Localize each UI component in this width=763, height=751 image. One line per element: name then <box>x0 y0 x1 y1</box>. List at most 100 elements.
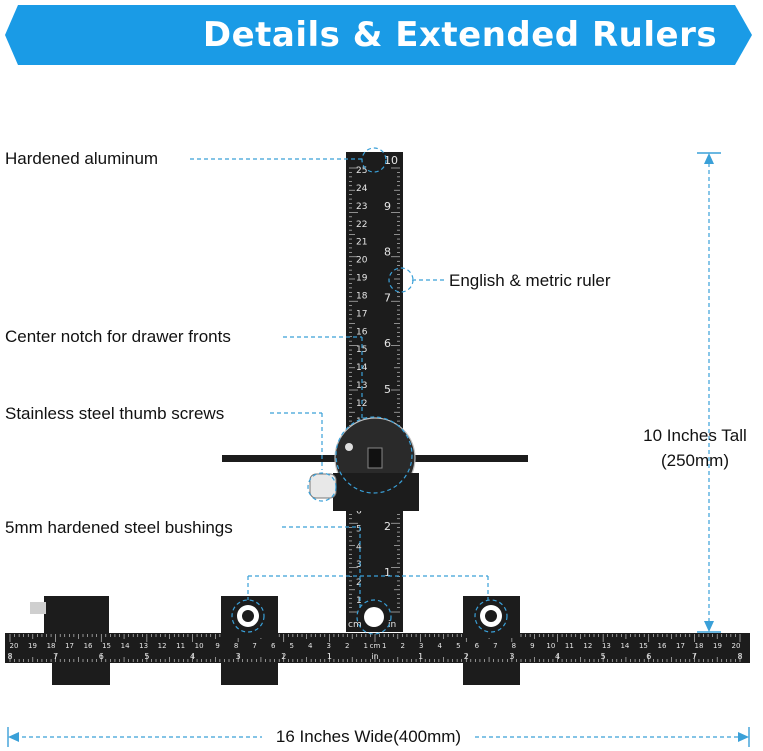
horizontal-cm-label: 19 <box>713 642 722 650</box>
vertical-cm-label: 22 <box>356 220 367 230</box>
horizontal-cm-label: 15 <box>639 642 648 650</box>
horizontal-in-label: 4 <box>555 652 560 661</box>
horizontal-cm-label: 19 <box>28 642 37 650</box>
horizontal-cm-label: 7 <box>493 642 497 650</box>
title-banner <box>5 5 752 65</box>
horizontal-cm-label: 5 <box>456 642 460 650</box>
horizontal-cm-label: 14 <box>121 642 130 650</box>
horizontal-cm-label: 16 <box>84 642 93 650</box>
horizontal-cm-label: 9 <box>215 642 219 650</box>
vertical-in-label: 2 <box>384 520 391 533</box>
horizontal-cm-label: 15 <box>102 642 111 650</box>
horizontal-cm-label: 4 <box>308 642 313 650</box>
horizontal-cm-label: 9 <box>530 642 534 650</box>
vertical-in-label: 1 <box>384 566 391 579</box>
banner-title: Details & Extended Rulers <box>202 15 718 55</box>
bushing-block-right <box>463 596 520 685</box>
horizontal-cm-label: 2 <box>401 642 405 650</box>
vertical-in-label: 7 <box>384 291 391 304</box>
vertical-cm-label: 21 <box>356 238 367 248</box>
horizontal-cm-label: 17 <box>676 642 685 650</box>
horizontal-cm-label: 4 <box>438 642 443 650</box>
callout-thumb-screws: Stainless steel thumb screws <box>5 404 225 423</box>
horizontal-in-label: 7 <box>692 652 697 661</box>
vertical-ruler-labels: 2524232221201918171615141312111098765432… <box>348 154 398 630</box>
horizontal-unit-cm: cm <box>370 642 381 650</box>
vertical-cm-label: 5 <box>356 524 362 534</box>
vertical-cm-label: 25 <box>356 166 367 176</box>
vertical-cm-label: 4 <box>356 542 362 552</box>
horizontal-in-label: 5 <box>144 652 149 661</box>
bushing-center <box>364 607 384 627</box>
callout-hardened-aluminum: Hardened aluminum <box>5 149 159 168</box>
vertical-in-label: 8 <box>384 246 391 259</box>
horizontal-cm-label: 17 <box>65 642 74 650</box>
vertical-in-label: 9 <box>384 200 391 213</box>
end-stop <box>44 596 109 634</box>
horizontal-cm-label: 1 <box>382 642 386 650</box>
center-notch <box>367 447 383 469</box>
disc-screw-top <box>345 443 353 451</box>
vertical-cm-label: 2 <box>356 578 362 588</box>
vertical-cm-label: 16 <box>356 327 368 337</box>
horizontal-cm-label: 11 <box>176 642 185 650</box>
vertical-cm-label: 23 <box>356 202 367 212</box>
horizontal-cm-label: 18 <box>695 642 704 650</box>
horizontal-unit-in: in <box>371 652 378 661</box>
vertical-cm-label: 15 <box>356 345 367 355</box>
vertical-cm-label: 18 <box>356 291 368 301</box>
horizontal-in-label: 2 <box>281 652 286 661</box>
horizontal-cm-label: 8 <box>234 642 238 650</box>
vertical-cm-label: 19 <box>356 274 368 284</box>
callout-english-metric-ruler: English & metric ruler <box>449 271 611 290</box>
vertical-cm-label: 1 <box>356 596 362 606</box>
width-dimension: 16 Inches Wide(400mm) <box>275 727 462 746</box>
vertical-in-label: 6 <box>384 337 391 350</box>
vertical-ruler <box>346 152 403 632</box>
horizontal-cm-label: 16 <box>657 642 666 650</box>
vertical-in-label: 5 <box>384 383 391 396</box>
vertical-cm-label: 17 <box>356 309 367 319</box>
horizontal-cm-label: 3 <box>419 642 423 650</box>
horizontal-in-label: 2 <box>464 652 469 661</box>
vertical-cm-label: 20 <box>356 256 368 266</box>
height-dimension-line1: 10 Inches Tall <box>643 426 747 445</box>
horizontal-in-label: 5 <box>601 652 606 661</box>
vertical-cm-label: 6 <box>356 506 362 516</box>
thumb-screw <box>309 473 337 499</box>
horizontal-cm-label: 13 <box>602 642 611 650</box>
vertical-unit-in: in <box>388 620 396 630</box>
vertical-in-label: 10 <box>384 154 398 167</box>
horizontal-in-label: 7 <box>53 652 58 661</box>
horizontal-in-label: 8 <box>7 652 12 661</box>
end-stop-screw <box>30 602 46 614</box>
horizontal-cm-label: 8 <box>512 642 516 650</box>
callout-center-notch: Center notch for drawer fronts <box>5 327 231 346</box>
horizontal-in-label: 6 <box>646 652 651 661</box>
vertical-unit-cm: cm <box>348 620 362 630</box>
slider-block <box>333 473 419 511</box>
horizontal-cm-label: 5 <box>289 642 293 650</box>
vertical-cm-label: 24 <box>356 184 368 194</box>
horizontal-cm-label: 3 <box>326 642 330 650</box>
horizontal-cm-label: 6 <box>475 642 480 650</box>
horizontal-cm-label: 6 <box>271 642 276 650</box>
horizontal-cm-label: 18 <box>47 642 56 650</box>
horizontal-cm-label: 11 <box>565 642 574 650</box>
vertical-cm-label: 3 <box>356 560 362 570</box>
horizontal-in-label: 3 <box>236 652 241 661</box>
horizontal-in-label: 1 <box>418 652 423 661</box>
horizontal-in-label: 1 <box>327 652 332 661</box>
horizontal-ruler-ticks <box>9 634 741 662</box>
horizontal-cm-label: 13 <box>139 642 148 650</box>
horizontal-cm-label: 20 <box>732 642 741 650</box>
horizontal-cm-label: 20 <box>10 642 19 650</box>
bushing-block-left <box>221 596 278 685</box>
horizontal-cm-label: 1 <box>364 642 368 650</box>
horizontal-in-label: 3 <box>509 652 514 661</box>
height-dimension-line2: (250mm) <box>660 451 729 470</box>
horizontal-cm-label: 12 <box>583 642 592 650</box>
callout-bushings: 5mm hardened steel bushings <box>5 518 233 537</box>
